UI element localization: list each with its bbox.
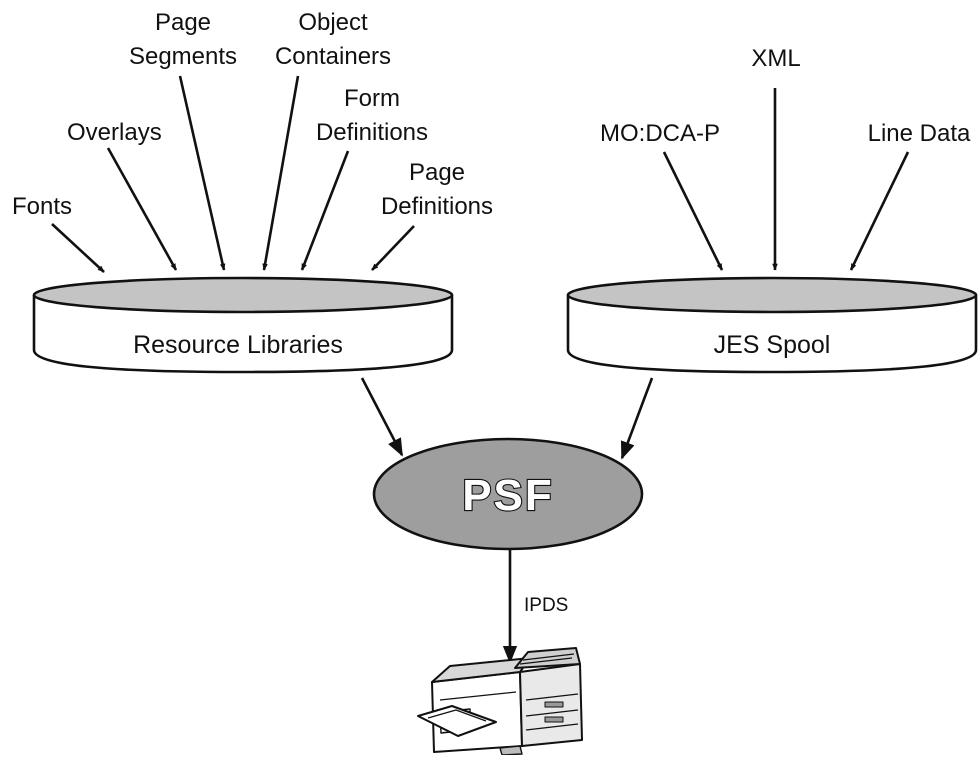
jes-spool-label: JES Spool xyxy=(714,331,831,359)
arrow-page-segments xyxy=(178,75,226,271)
page-definitions-label: Page Definitions xyxy=(381,159,493,220)
page-segments-label: Page Segments xyxy=(129,9,237,70)
form-definitions-label: Form Definitions xyxy=(316,85,428,146)
psf-node: PSF xyxy=(372,437,644,551)
object-containers-label: Object Containers xyxy=(275,9,391,70)
fonts-label: Fonts xyxy=(12,193,72,220)
arrow-form-definitions xyxy=(300,150,350,271)
printer-bypass-tray xyxy=(417,705,497,737)
arrow-object-containers xyxy=(262,75,300,271)
arrow-spool-to-psf xyxy=(620,377,654,460)
arrow-page-definitions xyxy=(371,225,415,271)
modca-label: MO:DCA-P xyxy=(600,120,720,147)
overlays-label: Overlays xyxy=(67,119,162,146)
object-containers-line1: Object xyxy=(298,9,368,36)
psf-label: PSF xyxy=(462,471,554,520)
arrow-fonts xyxy=(51,223,105,273)
arrow-resources-to-psf xyxy=(360,377,404,457)
psf-ellipse xyxy=(372,437,644,551)
resource-libraries-body xyxy=(32,295,454,374)
resource-libraries-top xyxy=(32,276,454,314)
line-data-label: Line Data xyxy=(868,120,971,147)
ipds-label: IPDS xyxy=(524,595,568,616)
arrow-overlays xyxy=(106,147,178,271)
arrow-modca xyxy=(662,151,724,271)
arrow-line-data xyxy=(849,151,910,271)
printer-icon xyxy=(417,647,583,756)
form-definitions-line1: Form xyxy=(344,85,400,112)
resource-libraries-store: Resource Libraries xyxy=(32,276,454,374)
resource-libraries-label: Resource Libraries xyxy=(133,331,343,359)
page-definitions-line2: Definitions xyxy=(381,193,493,220)
xml-label: XML xyxy=(751,45,800,72)
printer-drawer-handle xyxy=(544,701,564,708)
object-containers-line2: Containers xyxy=(275,43,391,70)
jes-spool-body xyxy=(566,295,978,374)
form-definitions-line2: Definitions xyxy=(316,119,428,146)
page-definitions-line1: Page xyxy=(409,159,465,186)
page-segments-line1: Page xyxy=(155,9,211,36)
page-segments-line2: Segments xyxy=(129,43,237,70)
jes-spool-store: JES Spool xyxy=(566,276,978,374)
jes-spool-top xyxy=(566,276,978,314)
